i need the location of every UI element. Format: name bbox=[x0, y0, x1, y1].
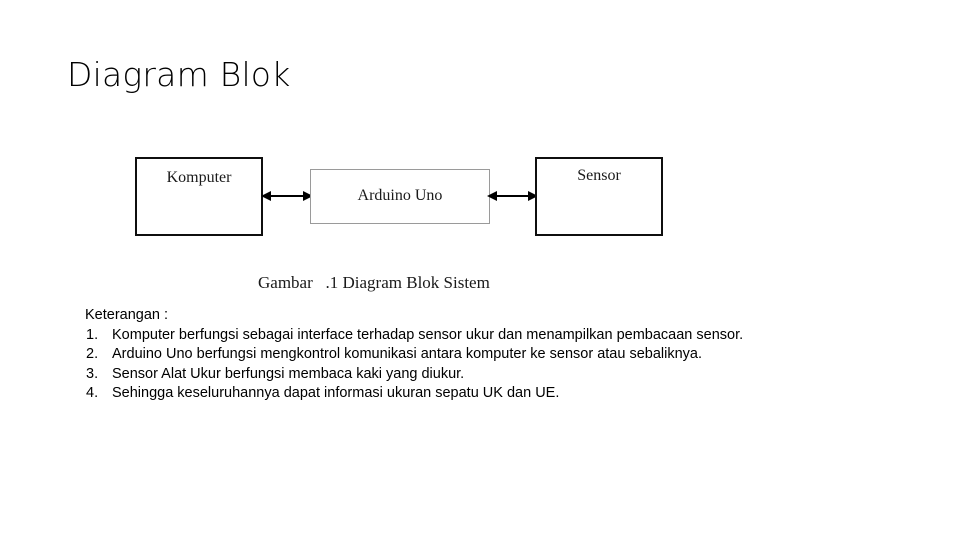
description-section: Keterangan : 1. Komputer berfungsi sebag… bbox=[85, 306, 885, 404]
list-item-number: 3. bbox=[86, 365, 99, 382]
list-item-text: Sehingga keseluruhannya dapat informasi … bbox=[112, 385, 560, 401]
list-item-text: Sensor Alat Ukur berfungsi membaca kaki … bbox=[112, 365, 465, 382]
description-list: 1. Komputer berfungsi sebagai interface … bbox=[85, 326, 885, 404]
page-title: Diagram Blok bbox=[67, 55, 291, 94]
diagram-block-komputer-label: Komputer bbox=[166, 169, 232, 186]
list-item-number: 1. bbox=[86, 326, 99, 343]
list-item: 3. Sensor Alat Ukur berfungsi membaca ka… bbox=[85, 365, 885, 385]
diagram-block-sensor-label: Sensor bbox=[577, 167, 621, 184]
description-heading: Keterangan : bbox=[85, 307, 169, 323]
list-item-number: 4. bbox=[86, 385, 99, 401]
connector-arduino-sensor bbox=[487, 188, 538, 204]
list-item: 2. Arduino Uno berfungsi mengkontrol kom… bbox=[85, 345, 885, 365]
connector-komputer-arduino bbox=[261, 188, 313, 204]
diagram-block-sensor: Sensor bbox=[535, 157, 663, 236]
diagram-block-arduino-uno: Arduino Uno bbox=[310, 169, 490, 224]
diagram-block-komputer: Komputer bbox=[135, 157, 263, 236]
list-item-text: Arduino Uno berfungsi mengkontrol komuni… bbox=[112, 346, 702, 362]
diagram-block-arduino-uno-label: Arduino Uno bbox=[357, 187, 443, 204]
figure-caption: Gambar .1 Diagram Blok Sistem bbox=[258, 273, 490, 292]
list-item: 4. Sehingga keseluruhannya dapat informa… bbox=[85, 384, 885, 404]
list-item-number: 2. bbox=[86, 346, 99, 362]
list-item-text: Komputer berfungsi sebagai interface ter… bbox=[112, 326, 744, 343]
block-diagram: Komputer Arduino Uno Sensor Gambar .1 Di… bbox=[135, 157, 663, 292]
list-item: 1. Komputer berfungsi sebagai interface … bbox=[85, 326, 885, 346]
